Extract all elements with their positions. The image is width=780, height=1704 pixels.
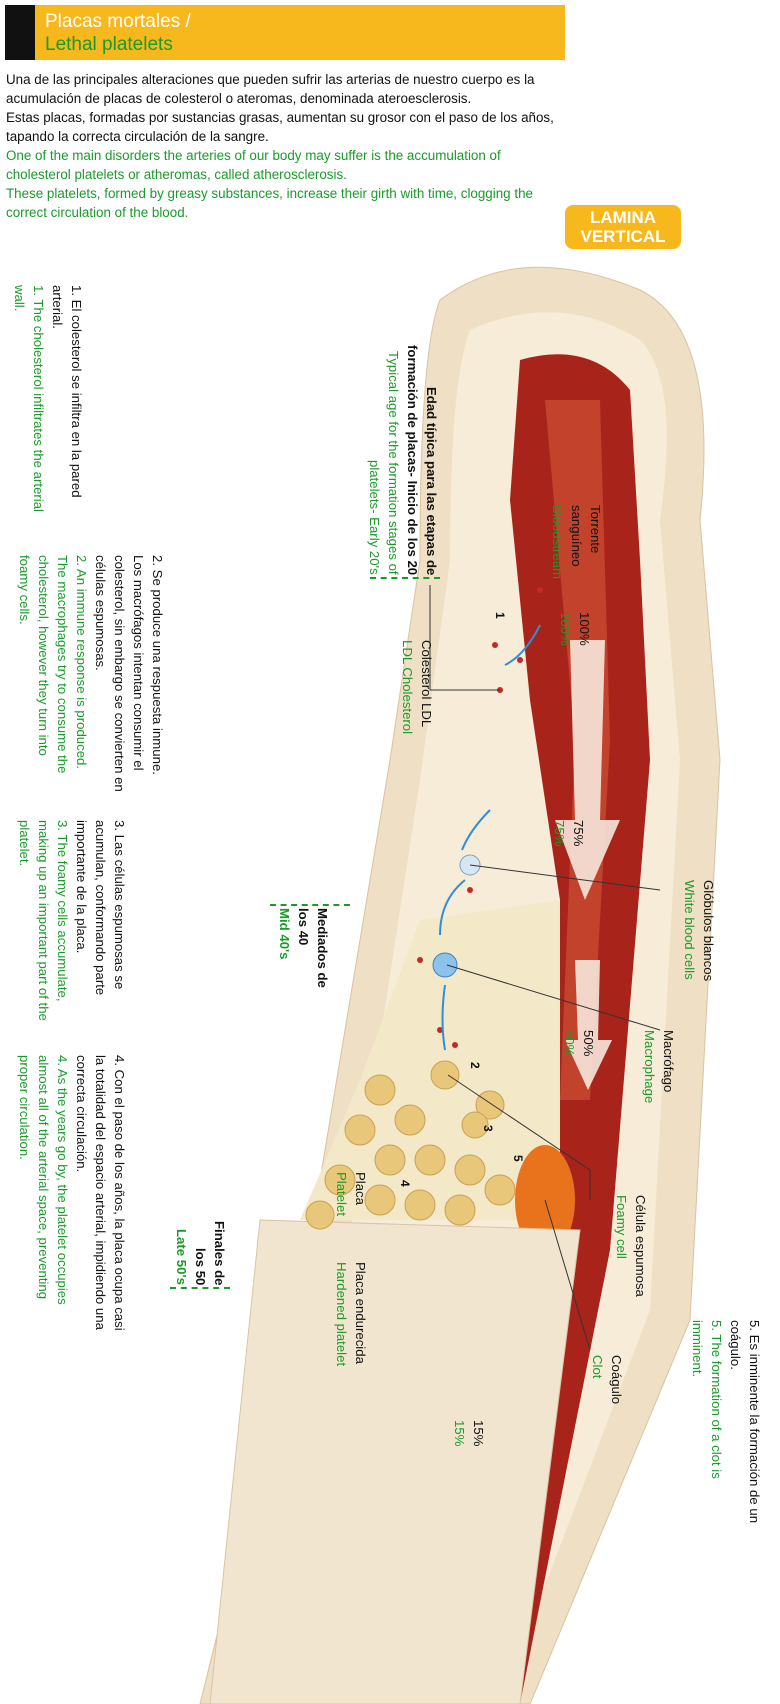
step-5-es: 5. Es inminente la formación de un coágu… — [728, 1320, 762, 1524]
marker-5: 5 — [511, 1155, 525, 1162]
step-2-es: 2. Se produce una respuesta inmune. Los … — [93, 555, 165, 792]
step-1-en: 1. The cholesterol infiltrates the arter… — [12, 285, 46, 512]
wbc-es: Glóbulos blancos — [701, 880, 716, 982]
step-1-es: 1. El colesterol se infiltra en la pared… — [50, 285, 84, 498]
flow-75-en: 75% — [552, 820, 567, 847]
ldl-particles — [417, 587, 543, 1048]
flow-50: 50% 50% — [560, 1030, 598, 1075]
age-2-es: Mediados de los 40 — [296, 908, 330, 988]
intro-es-1: Una de las principales alteraciones que … — [6, 72, 535, 106]
step-3-en: 3. The foamy cells accumulate, making up… — [17, 820, 70, 1021]
label-white-blood-cells: Glóbulos blancos White blood cells — [680, 880, 718, 1015]
platelet-es: Placa — [353, 1172, 368, 1205]
step-4-en: 4. As the years go by, the platelet occu… — [17, 1055, 70, 1305]
age-early-20s: Edad típica para las etapas de formación… — [365, 330, 441, 575]
flow-arrow — [555, 640, 620, 900]
label-hardened-platelet: Placa endurecida Hardened platelet — [332, 1262, 370, 1392]
age-1-divider — [370, 577, 440, 579]
leader-lines — [429, 585, 661, 1351]
flow-arrow-2 — [565, 960, 612, 1090]
age-1-es: Edad típica para las etapas de formación… — [405, 344, 439, 575]
step-3-es: 3. Las células espumosas se acumulan, co… — [74, 820, 127, 996]
marker-1: 1 — [493, 612, 507, 619]
step-3: 3. Las células espumosas se acumulan, co… — [15, 820, 129, 1045]
step-4: 4. Con el paso de los años, la placa ocu… — [15, 1055, 129, 1335]
step-5: 5. Es inminente la formación de un coágu… — [688, 1320, 764, 1535]
hardened-es: Placa endurecida — [353, 1262, 368, 1364]
macrophage-en: Macrophage — [642, 1030, 657, 1104]
macrophage-es: Macrófago — [661, 1030, 676, 1093]
step-1: 1. El colesterol se infiltra en la pared… — [10, 285, 86, 535]
ldl-es: Colesterol LDL — [419, 640, 434, 728]
marker-4: 4 — [398, 1180, 412, 1187]
header-banner: Placas mortales / Lethal platelets — [5, 5, 565, 60]
flow-100-en: 100% — [558, 612, 573, 646]
macrophage-cell — [432, 952, 458, 978]
hardened-plaque — [209, 1219, 581, 1704]
header-black-block — [5, 5, 35, 60]
label-macrophage: Macrófago Macrophage — [640, 1030, 678, 1135]
lamina-vertical-badge: LAMINA VERTICAL — [565, 205, 681, 249]
clot-en: Clot — [590, 1355, 605, 1379]
label-bloodstream: Torrente sanguíneo Bloodstream — [548, 505, 605, 605]
bloodstream-es: Torrente sanguíneo — [569, 505, 603, 567]
step-2-en: 2. An immune response is produced. The m… — [17, 555, 89, 774]
wbc-en: White blood cells — [682, 880, 697, 980]
intro-en-2: These platelets, formed by greasy substa… — [6, 186, 533, 220]
step-5-en: 5. The formation of a clot is imminent. — [690, 1320, 724, 1479]
label-ldl: Colesterol LDL LDL Cholesterol — [398, 640, 436, 775]
age-2-divider — [270, 904, 350, 906]
marker-3: 3 — [481, 1125, 495, 1132]
flow-75-es: 75% — [571, 820, 586, 847]
clot-es: Coágulo — [609, 1355, 624, 1405]
intro-es-2: Estas placas, formadas por sustancias gr… — [6, 110, 554, 144]
flow-100: 100% 100% — [556, 612, 594, 657]
flow-50-en: 50% — [562, 1030, 577, 1057]
platelet-en: Platelet — [334, 1172, 349, 1216]
flow-75: 75% 75% — [550, 820, 588, 865]
age-mid-40s: Mediados de los 40 Mid 40's — [275, 908, 332, 993]
hardened-en: Hardened platelet — [334, 1262, 349, 1367]
step-2: 2. Se produce una respuesta inmune. Los … — [15, 555, 167, 795]
age-1-en: Typical age for the formation stages of … — [367, 351, 401, 575]
foamy-en: Foamy cell — [614, 1195, 629, 1259]
title-es: Placas mortales / — [45, 11, 191, 32]
age-3-es: Finales de los 50 — [193, 1220, 227, 1286]
flow-15: 15% 15% — [450, 1420, 488, 1465]
flow-50-es: 50% — [581, 1030, 596, 1057]
foamy-es: Célula espumosa — [633, 1195, 648, 1297]
bloodstream-en: Bloodstream — [550, 505, 565, 580]
title-en: Lethal platelets — [45, 34, 173, 55]
foam-cells — [305, 1060, 516, 1230]
intro-en-1: One of the main disorders the arteries o… — [6, 148, 501, 182]
label-foamy-cell: Célula espumosa Foamy cell — [612, 1195, 650, 1305]
flow-15-en: 15% — [452, 1420, 467, 1447]
age-3-en: Late 50's — [174, 1229, 189, 1285]
age-late-50s: Finales de los 50 Late 50's — [172, 1200, 229, 1286]
step-4-es: 4. Con el paso de los años, la placa ocu… — [74, 1055, 127, 1331]
ldl-en: LDL Cholesterol — [400, 640, 415, 735]
label-clot: Coágulo Clot — [588, 1355, 626, 1430]
marker-2: 2 — [468, 1062, 482, 1069]
flow-100-es: 100% — [577, 612, 592, 646]
intro-text: Una de las principales alteraciones que … — [6, 70, 556, 222]
cell-path-arrows — [439, 624, 541, 1051]
age-2-en: Mid 40's — [277, 908, 292, 960]
age-3-divider — [170, 1287, 230, 1289]
flow-15-es: 15% — [471, 1420, 486, 1447]
label-platelet: Placa Platelet — [332, 1172, 370, 1222]
